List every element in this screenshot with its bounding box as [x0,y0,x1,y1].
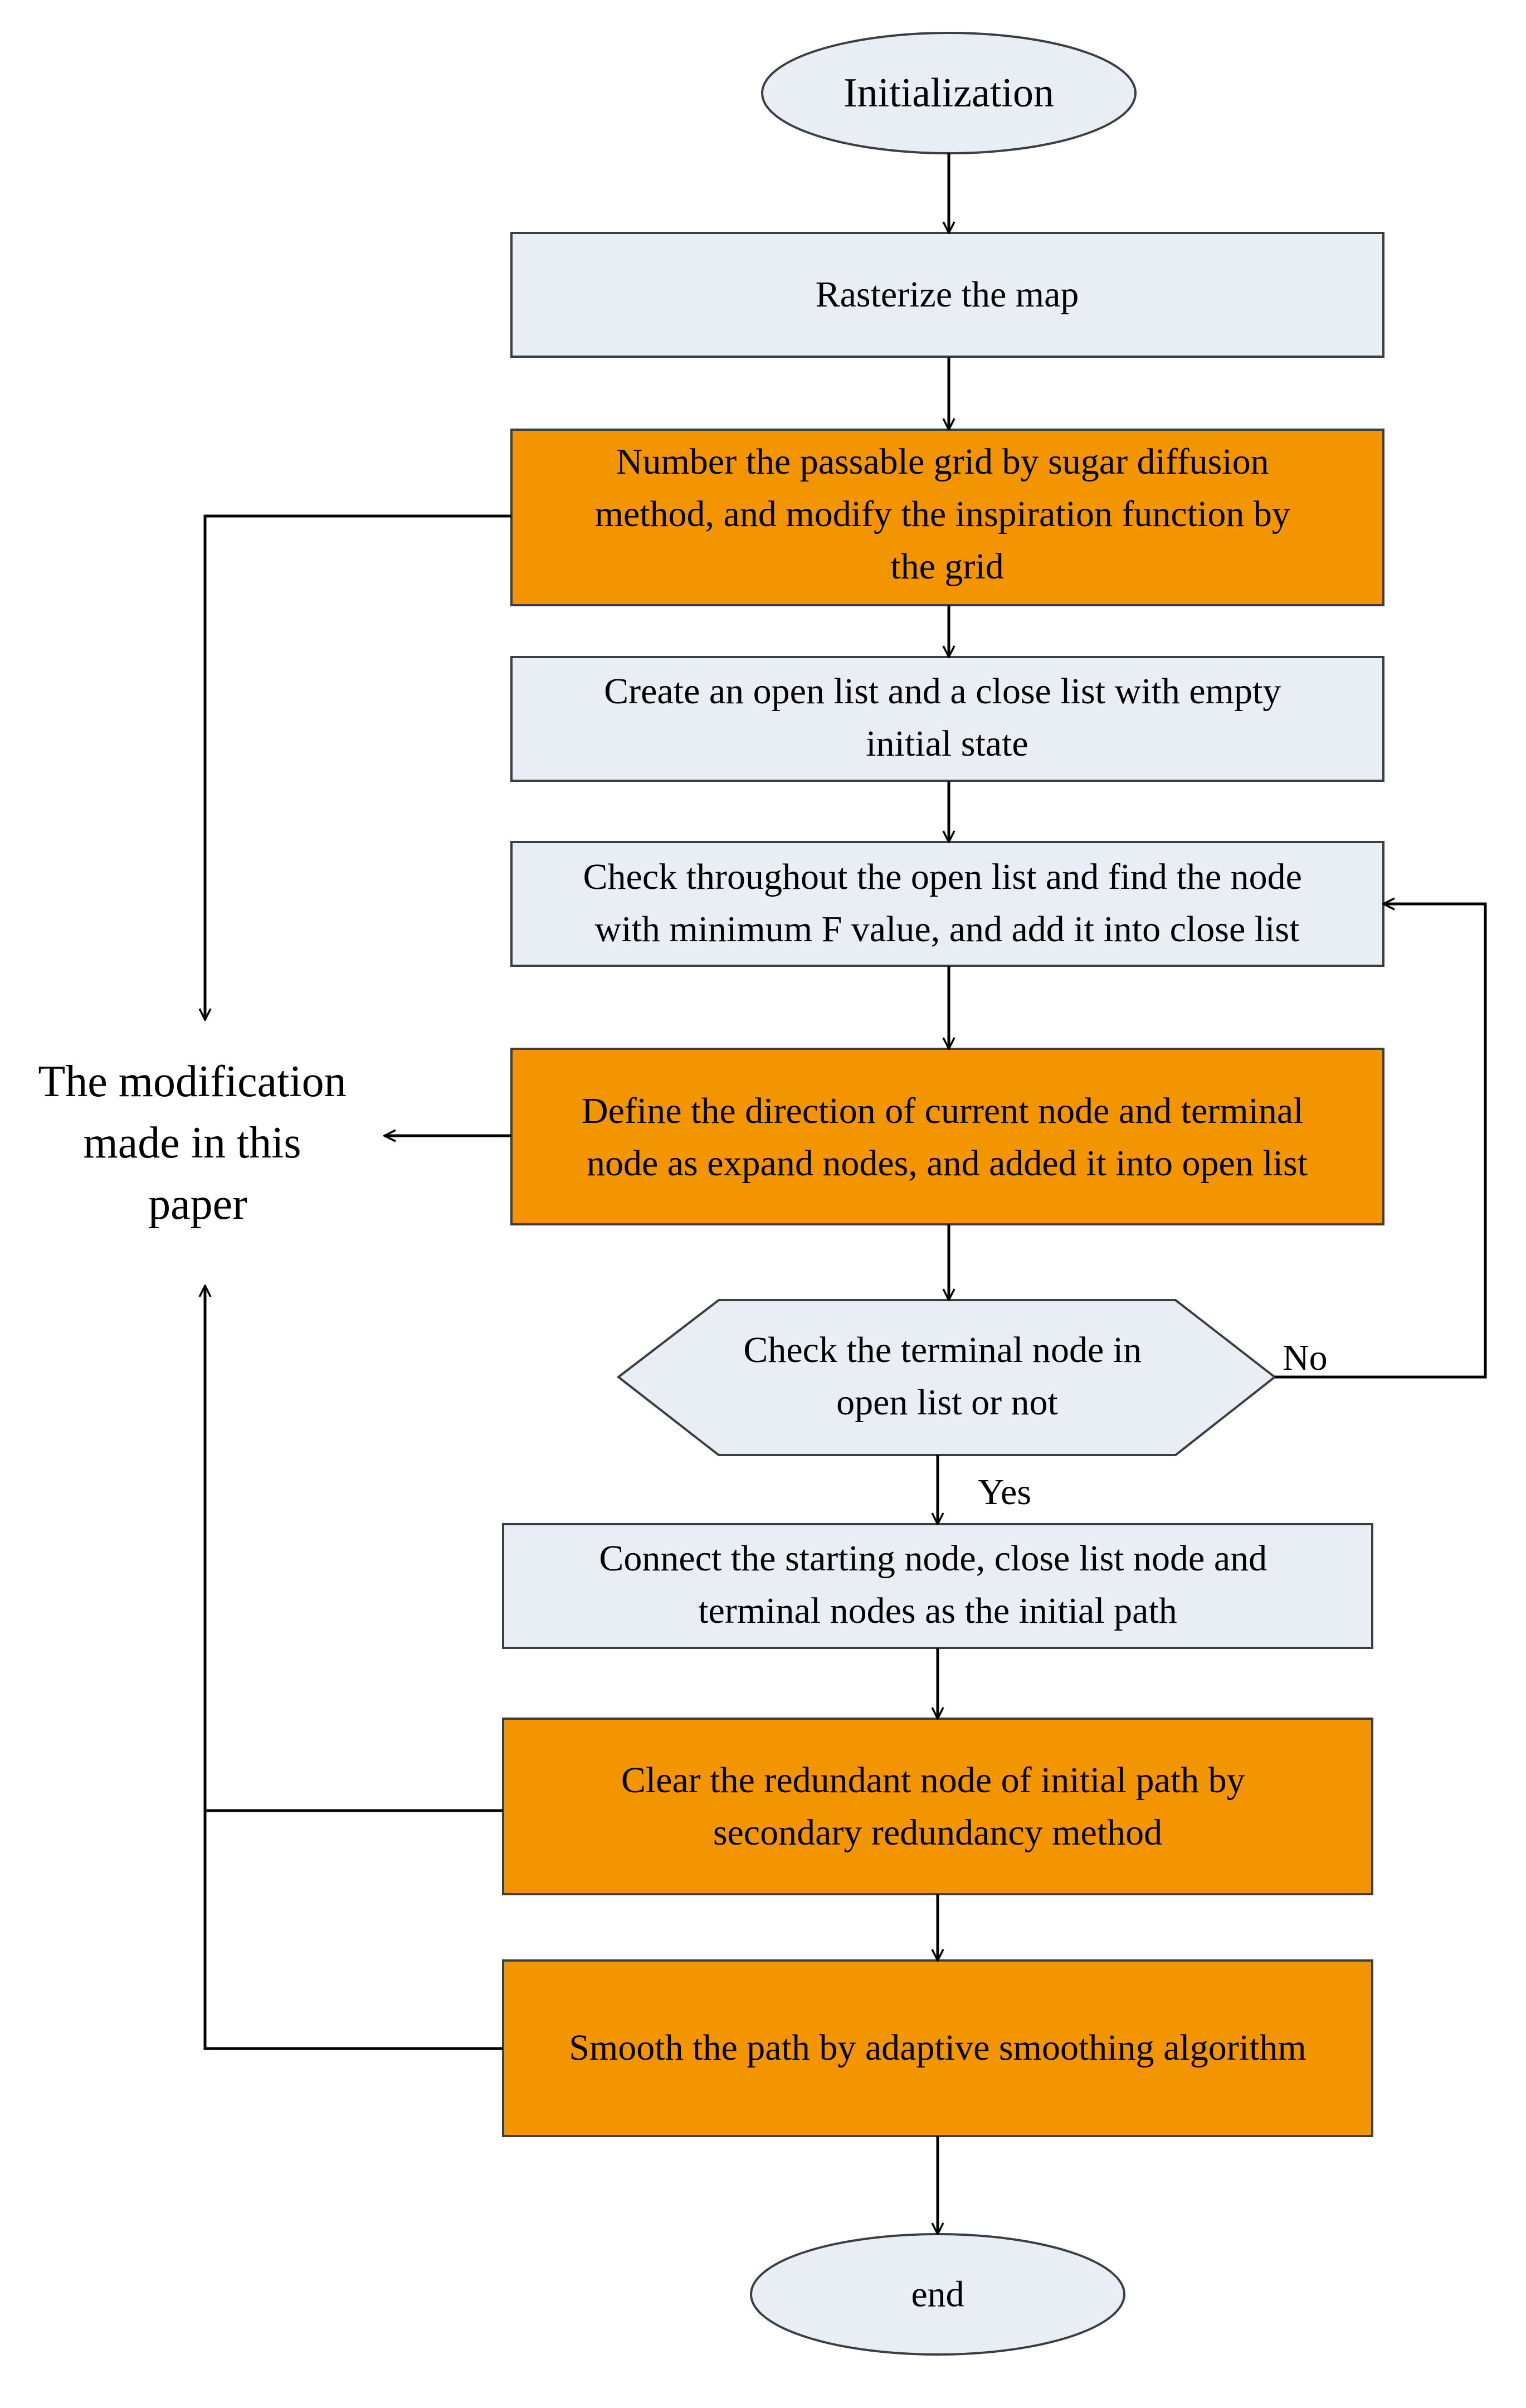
step-check-open-list-text: Check throughout the open list and find … [583,857,1312,950]
step-connect-nodes-text: Connect the starting node, close list no… [599,1538,1276,1631]
step-number-grid-line-1: Number the passable grid by sugar diffus… [616,441,1269,482]
step-rasterize-line-1: Rasterize the map [816,274,1079,315]
step-connect-nodes-line-1: Connect the starting node, close list no… [599,1538,1267,1579]
step-number-grid-line-2: method, and modify the inspiration funct… [595,494,1290,534]
step-number-grid: Number the passable grid by sugar diffus… [510,429,1384,606]
step-smooth-path-line-1: Smooth the path by adaptive smoothing al… [569,2027,1306,2068]
step-define-direction: Define the direction of current node and… [510,1048,1384,1225]
side-note: The modification made in this paper [38,1057,357,1229]
step-check-open-list-line-2: with minimum F value, and add it into cl… [595,909,1300,950]
step-connect-nodes-box [502,1523,1373,1649]
step-clear-redundant-line-2: secondary redundancy method [713,1812,1162,1853]
decision-yes-label: Yes [978,1472,1031,1512]
step-connect-nodes: Connect the starting node, close list no… [502,1523,1373,1649]
decision-line-2: open list or not [836,1382,1058,1423]
side-note-line-1: The modification [38,1057,346,1106]
step-define-direction-line-2: node as expand nodes, and added it into … [587,1143,1308,1184]
decision-terminal-in-open-list: Check the terminal node in open list or … [616,1299,1328,1512]
arrow-smooth-path-to-side-note [205,1286,503,2050]
step-create-lists-text: Create an open list and a close list wit… [604,671,1290,764]
step-smooth-path: Smooth the path by adaptive smoothing al… [502,1959,1373,2137]
decision-no-label: No [1283,1337,1328,1378]
step-smooth-path-text: Smooth the path by adaptive smoothing al… [569,2027,1306,2068]
end-terminator: end [750,2233,1125,2356]
side-note-text: The modification made in this paper [38,1057,357,1229]
step-rasterize-box [510,232,1384,358]
start-terminator: Initialization [761,32,1137,154]
step-check-open-list: Check throughout the open list and find … [510,841,1384,967]
step-check-open-list-line-1: Check throughout the open list and find … [583,857,1302,897]
arrow-decision-no-loop [1275,904,1487,1379]
side-note-line-2: made in this [83,1118,301,1167]
step-clear-redundant-line-1: Clear the redundant node of initial path… [621,1760,1245,1801]
step-rasterize-text: Rasterize the map [816,274,1079,315]
end-label: end [911,2274,964,2315]
step-define-direction-line-1: Define the direction of current node and… [582,1091,1304,1131]
step-create-lists-line-2: initial state [866,723,1028,764]
step-define-direction-text: Define the direction of current node and… [582,1091,1313,1184]
step-clear-redundant-box [502,1718,1373,1895]
step-clear-redundant: Clear the redundant node of initial path… [502,1718,1373,1895]
step-clear-redundant-text: Clear the redundant node of initial path… [621,1760,1254,1853]
decision-line-1: Check the terminal node in [743,1330,1142,1370]
step-create-lists-line-1: Create an open list and a close list wit… [604,671,1281,712]
step-connect-nodes-line-2: terminal nodes as the initial path [698,1590,1177,1631]
step-smooth-path-box [502,1959,1373,2137]
step-check-open-list-box [510,841,1384,967]
arrow-number-grid-to-side-note [205,514,511,1020]
step-number-grid-text: Number the passable grid by sugar diffus… [595,441,1300,587]
connectors [205,153,1487,2234]
step-define-direction-box [510,1048,1384,1225]
step-create-lists: Create an open list and a close list wit… [510,656,1384,782]
side-note-line-3: paper [148,1180,247,1229]
step-rasterize: Rasterize the map [510,232,1384,358]
start-label: Initialization [844,70,1054,116]
step-number-grid-line-3: the grid [890,546,1003,587]
decision-text: Check the terminal node in open list or … [743,1330,1150,1423]
decision-hexagon [616,1299,1277,1456]
